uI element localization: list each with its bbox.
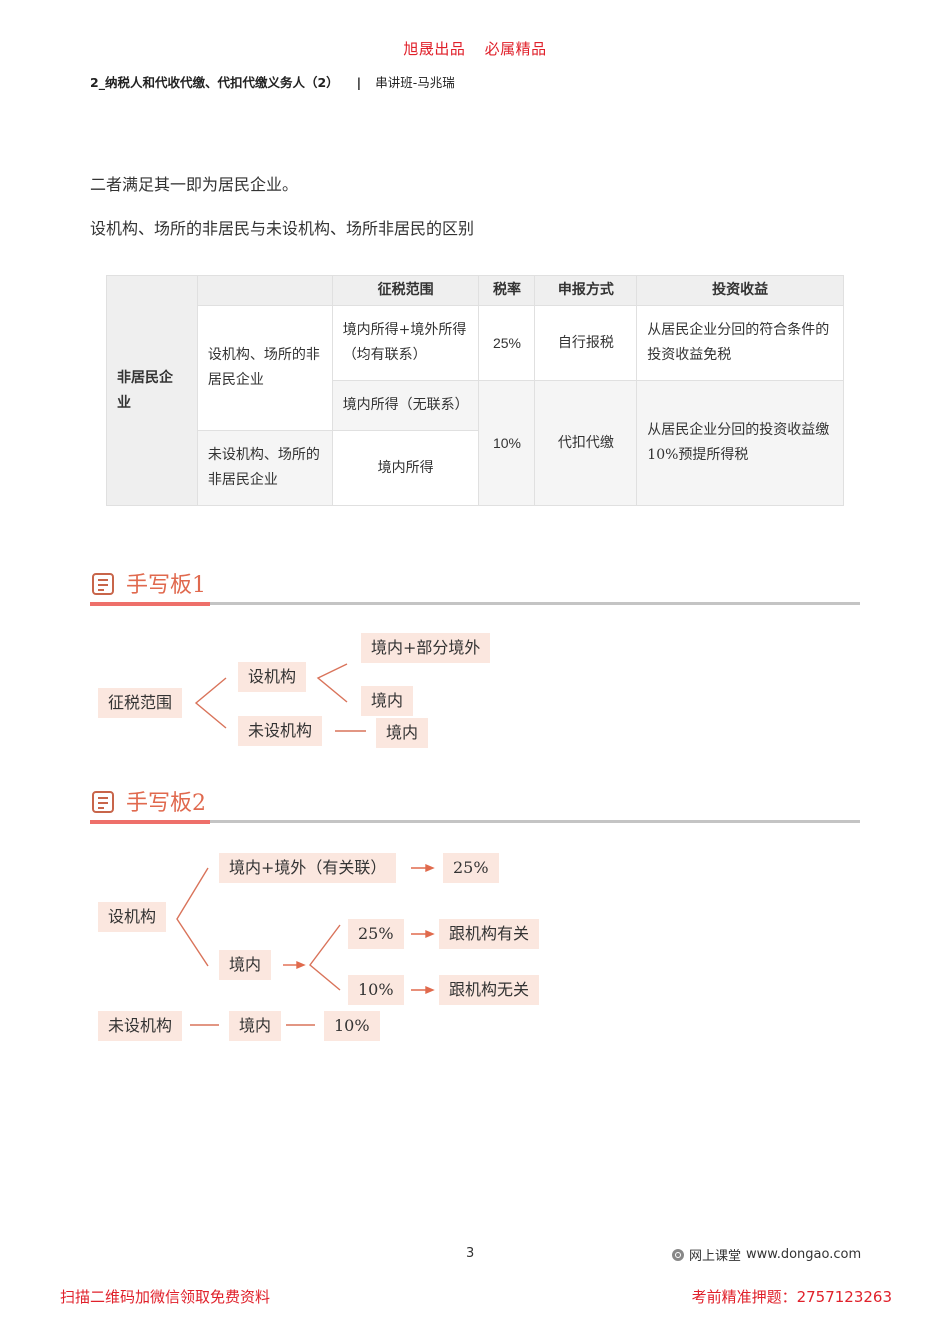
doc-title: 2_纳税人和代收代缴、代扣代缴义务人（2） [90,75,339,90]
rate-10: 10% [478,380,536,506]
notepad-icon [92,791,114,813]
est-label: 设机构、场所的非居民企业 [196,305,333,431]
divider-accent [90,602,210,606]
header-rate: 税率 [478,275,536,306]
footer-left-promo: 扫描二维码加微信领取免费资料 [60,1288,271,1306]
node-rate-25-top: 25% [443,853,499,883]
divider-accent [90,820,210,824]
rate-25: 25% [478,305,536,381]
row-group-label: 非居民企业 [106,275,198,506]
paragraph-resident: 二者满足其一即为居民企业。 [90,175,299,194]
paragraph-difference: 设机构、场所的非居民与未设机构、场所非居民的区别 [90,219,475,238]
banner-right: 必属精品 [484,40,547,58]
est-scope-1: 境内所得+境外所得（均有联系） [331,305,480,381]
doc-header: 2_纳税人和代收代缴、代扣代缴义务人（2） | 串讲班-马兆瑞 [90,72,455,91]
node-domestic: 境内 [219,950,272,980]
brand: 网上课堂 www.dongao.com [672,1245,861,1264]
board1-heading: 手写板1 [90,565,860,606]
node-domestic-foreign-related: 境内+境外（有关联） [219,853,397,883]
node-not-established: 未设机构 [238,716,323,746]
brand-logo-icon [672,1248,684,1261]
table-header-row: 非居民企业 征税范围 税率 申报方式 投资收益 [106,275,844,506]
header-empty [196,275,333,306]
node-not-established: 未设机构 [98,1011,183,1041]
header-scope: 征税范围 [331,275,480,306]
node-rate-10: 10% [348,975,404,1005]
table-row: 未设机构、场所的非居民企业 境内所得 [107,430,844,506]
nonresident-table: 非居民企业 征税范围 税率 申报方式 投资收益 设机构、场所的非居民企业 境内所… [106,275,844,506]
node-unrelated-to-establishment: 跟机构无关 [439,975,540,1005]
notepad-icon [92,573,114,595]
board1-title: 手写板1 [126,573,206,598]
footer-right-promo: 考前精准押题：2757123263 [691,1288,892,1306]
method-withhold: 代扣代缴 [534,380,638,506]
page-number: 3 [466,1246,475,1261]
node-domestic-nonest: 境内 [376,718,429,748]
node-related-to-establishment: 跟机构有关 [439,919,540,949]
node-established: 设机构 [238,662,307,692]
node-scope-root: 征税范围 [98,688,183,718]
header-income: 投资收益 [636,275,844,306]
nonest-label: 未设机构、场所的非居民企业 [196,430,333,506]
brand-site[interactable]: www.dongao.com [746,1247,862,1262]
node-domestic-partial-foreign: 境内+部分境外 [361,633,491,663]
header-method: 申报方式 [534,275,638,306]
divider [90,820,860,823]
node-domestic-nonest: 境内 [229,1011,282,1041]
board2-heading: 手写板2 [90,783,860,824]
table-row: 境内所得（无联系） 10% 代扣代缴 从居民企业分回的投资收益缴 10%预提所得… [107,380,844,506]
banner-left: 旭晟出品 [403,40,466,58]
divider [90,602,860,605]
table-row: 设机构、场所的非居民企业 境内所得+境外所得（均有联系） 25% 自行报税 从居… [107,305,844,431]
method-self: 自行报税 [534,305,638,381]
node-established: 设机构 [98,902,167,932]
est-scope-2: 境内所得（无联系） [331,380,480,431]
income-withholding: 从居民企业分回的投资收益缴 10%预提所得税 [636,380,844,506]
header-separator: | [356,75,362,90]
doc-subtitle: 串讲班-马兆瑞 [375,75,455,90]
top-banner: 旭晟出品 必属精品 [0,38,950,59]
node-rate-10-nonest: 10% [324,1011,380,1041]
node-rate-25: 25% [348,919,404,949]
brand-name: 网上课堂 [689,1249,742,1264]
node-domestic: 境内 [361,686,414,716]
nonest-scope: 境内所得 [331,430,480,506]
income-exempt: 从居民企业分回的符合条件的投资收益免税 [636,305,844,381]
board2-title: 手写板2 [126,791,206,816]
